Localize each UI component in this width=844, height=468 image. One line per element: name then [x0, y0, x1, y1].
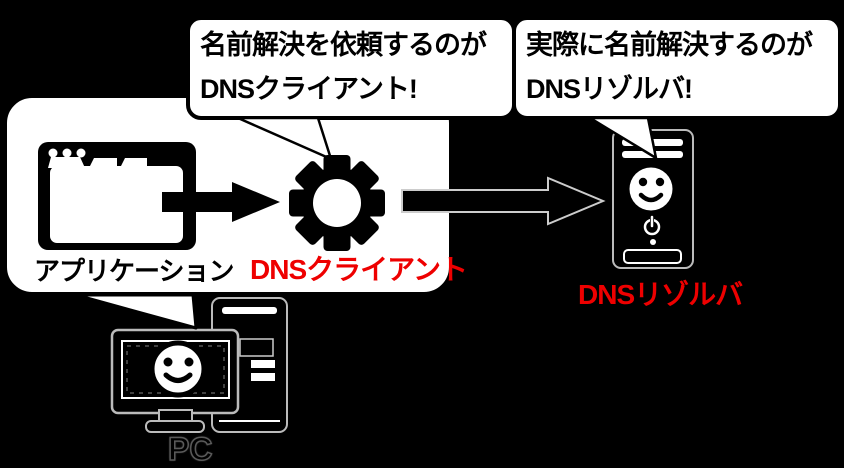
- arrow-app-to-client-icon: [162, 182, 280, 222]
- window-dot-icon: [62, 148, 72, 158]
- smiley-face-icon: [149, 340, 207, 398]
- callout-dns-client: 名前解決を依頼するのが DNSクライアント!: [186, 16, 516, 120]
- arrow-client-to-resolver-icon: [401, 176, 606, 226]
- browser-window-icon: [38, 142, 196, 250]
- callout-text: 実際に名前解決するのが: [526, 30, 813, 61]
- window-dot-icon: [76, 148, 86, 158]
- pc-slot-icon: [222, 307, 277, 314]
- callout-text: DNSクライアント!: [200, 74, 418, 104]
- monitor-base-icon: [145, 420, 205, 433]
- power-button-icon: [643, 215, 661, 236]
- dns-resolver-label: DNSリゾルバ: [578, 279, 743, 310]
- bubble-tail: [236, 116, 333, 161]
- bubble-tail: [74, 293, 198, 330]
- desktop-computer-icon: [110, 297, 288, 433]
- server-bay-icon: [623, 249, 682, 264]
- gear-icon: [289, 155, 385, 251]
- pc-bay-icon: [239, 338, 274, 357]
- dns-client-label: DNSクライアント: [250, 254, 468, 285]
- browser-tab-icon: [120, 158, 147, 168]
- smiley-face-icon: [629, 167, 673, 211]
- application-label: アプリケーション: [34, 256, 234, 286]
- pc-bay-icon: [251, 360, 275, 368]
- callout-dns-resolver: 実際に名前解決するのが DNSリゾルバ!: [512, 16, 842, 120]
- server-led-icon: [650, 239, 656, 245]
- browser-tab-icon: [48, 157, 85, 168]
- callout-text: DNSリゾルバ!: [526, 74, 693, 104]
- pc-bay-icon: [251, 373, 275, 381]
- pc-label: PC: [167, 430, 213, 468]
- browser-tab-icon: [89, 158, 117, 168]
- window-dot-icon: [48, 148, 58, 158]
- bubble-tail: [588, 116, 658, 160]
- callout-text: 名前解決を依頼するのが: [200, 30, 487, 61]
